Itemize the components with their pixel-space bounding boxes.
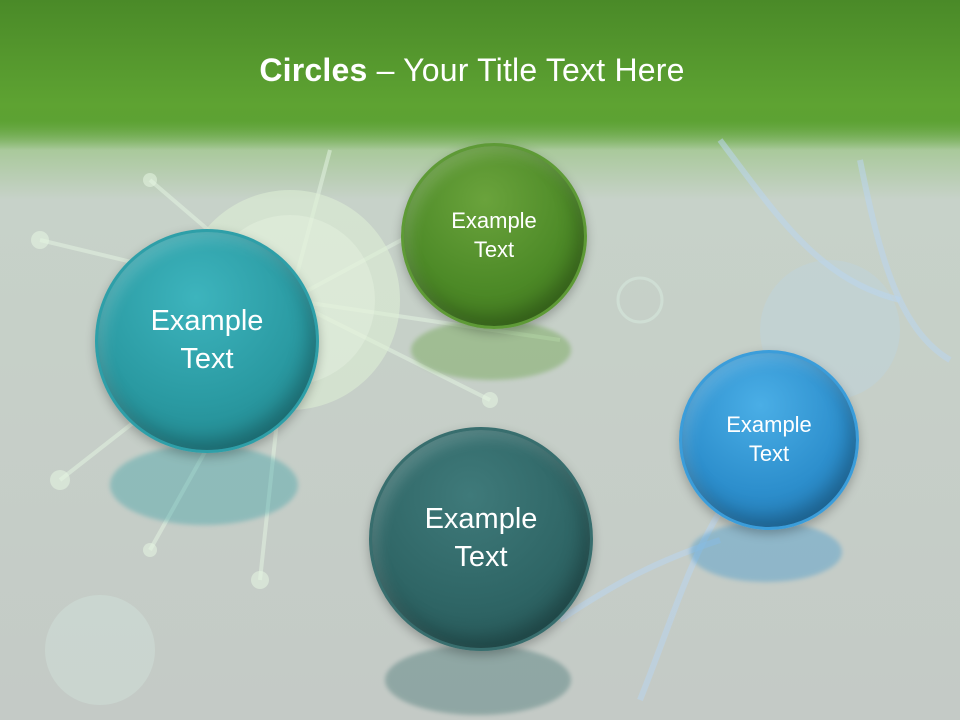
circle-label: Example Text	[425, 501, 538, 576]
circle-blue[interactable]: Example Text	[679, 350, 859, 530]
title-bar	[0, 0, 960, 150]
circle-label-line2: Text	[454, 541, 508, 573]
circle-label: Example Text	[726, 411, 812, 468]
slide-title: Circles – Your Title Text Here	[0, 52, 944, 89]
circle-reflection	[385, 645, 571, 715]
circle-label-line2: Text	[473, 237, 515, 262]
title-rest-text: – Your Title Text Here	[367, 52, 685, 88]
circle-reflection	[690, 522, 842, 582]
circle-label-line1: Example	[150, 305, 264, 338]
circle-label: Example Text	[451, 207, 537, 264]
circle-label-line2: Text	[748, 441, 790, 466]
circle-teal[interactable]: Example Text	[95, 229, 319, 453]
circle-label-line1: Example	[451, 208, 537, 234]
circle-reflection	[411, 320, 571, 380]
circle-label-line1: Example	[424, 503, 538, 536]
circle-label-line2: Text	[180, 343, 234, 375]
title-bold-text: Circles	[259, 52, 368, 88]
circle-green[interactable]: Example Text	[401, 143, 587, 329]
circle-label: Example Text	[151, 303, 264, 378]
circle-reflection	[110, 445, 298, 525]
circle-dark-teal[interactable]: Example Text	[369, 427, 593, 651]
circle-label-line1: Example	[726, 412, 812, 438]
